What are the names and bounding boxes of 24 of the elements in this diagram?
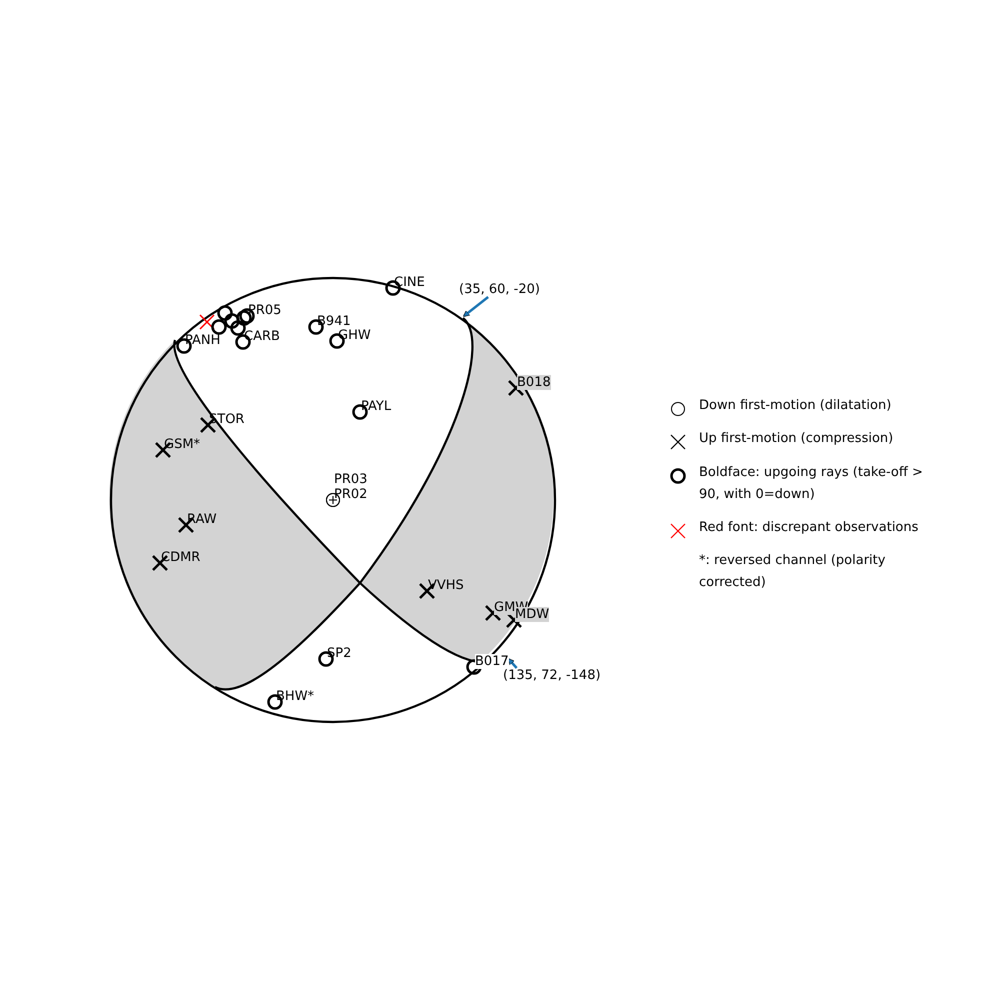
arrow [462, 296, 489, 317]
station-label: PANH [185, 333, 220, 348]
nodal-plane-label: (135, 72, -148) [503, 668, 601, 683]
station-label: GSM* [164, 437, 200, 452]
legend-text: Red font: discrepant observations [699, 519, 920, 537]
legend-text: Boldface: upgoing rays (take-off > 90, with 0=down) [699, 464, 924, 504]
station-label: B941 [317, 314, 351, 329]
station-label: B018 [517, 375, 551, 390]
station-label: PAYL [361, 399, 392, 414]
station-label: CDMR [161, 550, 200, 565]
station-label: BHW* [276, 689, 314, 704]
station-label: SP2 [327, 646, 352, 661]
legend-text: Up first-motion (compression) [699, 430, 894, 448]
station-label: B017 [475, 654, 509, 669]
arrow [508, 658, 518, 669]
station-label: PR02 [334, 487, 368, 502]
station-label: CARB [244, 329, 280, 344]
station-label: VVHS [428, 578, 464, 593]
legend-text: *: reversed channel (polarity corrected) [699, 552, 886, 592]
legend-text: Down first-motion (dilatation) [699, 397, 892, 415]
station-label: PR03 [334, 472, 368, 487]
nodal-plane-label: (35, 60, -20) [459, 282, 540, 297]
station-label: PR05 [248, 303, 282, 318]
station-label: RAW [187, 512, 217, 527]
